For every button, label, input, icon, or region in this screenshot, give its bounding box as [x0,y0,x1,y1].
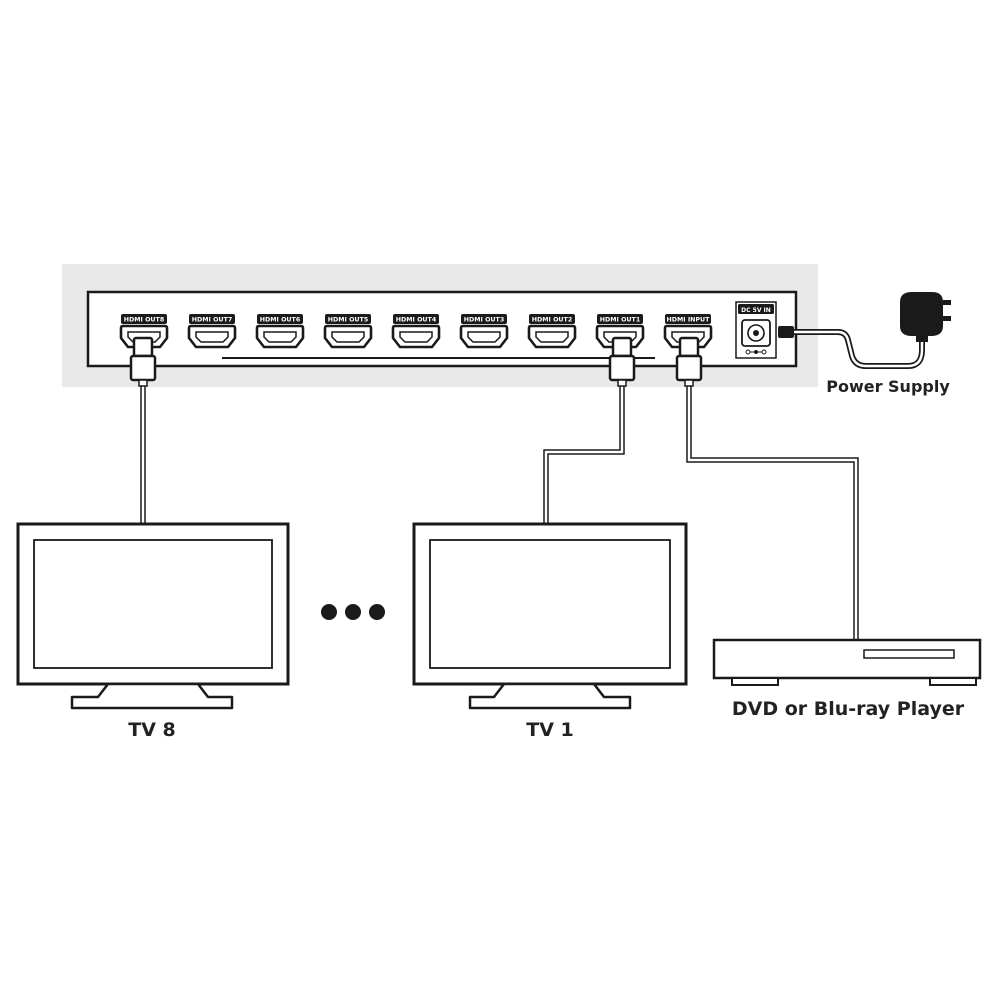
hdmi-port-hdmi-out2[interactable]: HDMI OUT2 [527,314,577,349]
hdmi-port-hdmi-out7[interactable]: HDMI OUT7 [187,314,237,349]
port-label: HDMI OUT4 [396,317,437,324]
hdmi-socket-inner [195,331,229,343]
hdmi-port-hdmi-out5[interactable]: HDMI OUT5 [323,314,373,349]
port-label: HDMI INPUT [667,317,711,324]
dc-power-jack[interactable]: DC 5V IN [735,301,777,359]
port-label: HDMI OUT5 [328,317,368,324]
player-label: DVD or Blu-ray Player [732,698,965,720]
hdmi-plug-out1 [608,336,636,387]
hdmi-plug-out8 [129,336,157,387]
dc-label: DC 5V IN [741,307,771,314]
port-label-bg [529,314,575,324]
hdmi-socket-inner [467,331,501,343]
tv8-screen [33,539,273,669]
player-foot-right [929,677,977,686]
port-label: HDMI OUT8 [124,317,164,324]
hdmi-splitter: HDMI OUT8 HDMI OUT7 HDMI OUT6 HDMI OUT5 HDMI… [62,264,818,387]
dc-jack-pin [753,330,759,336]
hdmi-plug-input [675,336,703,387]
hdmi-socket-inner [331,331,365,343]
port-label-bg [597,314,643,324]
hdmi-port-hdmi-out8[interactable]: HDMI OUT8 [119,314,169,349]
port-label: HDMI OUT3 [464,317,504,324]
power-supply: Power Supply [778,292,951,396]
port-label-bg [189,314,235,324]
hdmi-cable-input [686,384,859,640]
player-body [712,638,982,680]
tv-8: TV 8 [16,522,290,741]
power-adapter-icon [900,292,951,342]
port-label: HDMI OUT2 [532,317,572,324]
dc-label-bg [738,304,774,314]
tv1-screen [429,539,671,669]
tv8-stand [70,682,234,710]
port-label-bg [393,314,439,324]
port-label: HDMI OUT6 [260,317,301,324]
player-foot-left [731,677,779,686]
hdmi-socket-inner [399,331,433,343]
hdmi-port-hdmi-input[interactable]: HDMI INPUT [663,314,713,349]
tv8-label: TV 8 [128,719,176,741]
port-label-bg [257,314,303,324]
tv1-stand [468,682,632,710]
disc-player: DVD or Blu-ray Player [712,638,982,720]
dc-polarity-icon [745,349,767,355]
tv-1: TV 1 [412,522,688,741]
hdmi-socket-inner [535,331,569,343]
hdmi-port-hdmi-out6[interactable]: HDMI OUT6 [255,314,305,349]
ellipsis-icon [321,604,385,620]
port-label: HDMI OUT7 [192,317,232,324]
hdmi-socket-inner [263,331,297,343]
tv1-label: TV 1 [526,719,574,741]
hdmi-port-hdmi-out4[interactable]: HDMI OUT4 [391,314,441,349]
hdmi-port-hdmi-out3[interactable]: HDMI OUT3 [459,314,509,349]
port-label: HDMI OUT1 [600,317,640,324]
port-label-bg [665,314,711,324]
player-disc-tray [863,649,955,659]
hdmi-cable-tv1 [543,384,625,524]
hdmi-port-row: HDMI OUT8 HDMI OUT7 HDMI OUT6 HDMI OUT5 HDMI… [119,314,713,349]
port-label-bg [461,314,507,324]
port-label-bg [325,314,371,324]
port-label-bg [121,314,167,324]
power-supply-label: Power Supply [826,377,950,396]
dc-plug [778,326,794,338]
